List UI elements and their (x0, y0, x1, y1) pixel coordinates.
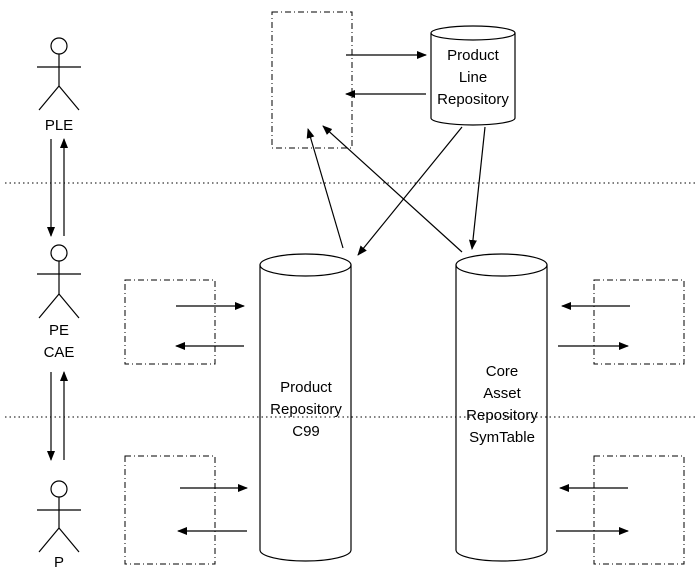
actor-ple-label: PLE (45, 117, 73, 134)
product-line-repository: Product Line Repository (430, 25, 516, 126)
actor-pe-label: PE (49, 322, 69, 339)
arrow-product-to-top-box (306, 128, 344, 249)
actor-p-icon (37, 480, 81, 553)
product-line-label-1: Product (447, 47, 500, 64)
product-repository: Product Repository C99 (259, 253, 352, 562)
core-asset-label-1: Core (486, 363, 519, 380)
product-repository-label-2: Repository (270, 401, 342, 418)
actor-p-label: P (54, 554, 64, 569)
product-repository-label-1: Product (280, 379, 333, 396)
tool-box-right-middle (593, 279, 685, 365)
tool-box-top (271, 11, 353, 149)
arrow-pl-to-core (468, 126, 486, 250)
tool-box-left-middle (124, 279, 216, 365)
actor-cae-label: CAE (44, 344, 75, 361)
core-asset-label-2: Asset (483, 385, 521, 402)
core-asset-label-3: Repository (466, 407, 538, 424)
product-line-label-3: Repository (437, 91, 509, 108)
product-line-label-2: Line (459, 69, 487, 86)
product-repository-label-3: C99 (292, 423, 320, 440)
core-asset-repository: Core Asset Repository SymTable (455, 253, 548, 562)
tool-box-right-bottom (593, 455, 685, 565)
actor-pe-cae-icon (37, 244, 81, 319)
arrow-pl-to-product (357, 126, 463, 256)
actor-ple-icon (37, 37, 81, 111)
arrow-core-to-top-box (322, 125, 463, 253)
core-asset-label-4: SymTable (469, 429, 535, 446)
tool-box-left-bottom (124, 455, 216, 565)
